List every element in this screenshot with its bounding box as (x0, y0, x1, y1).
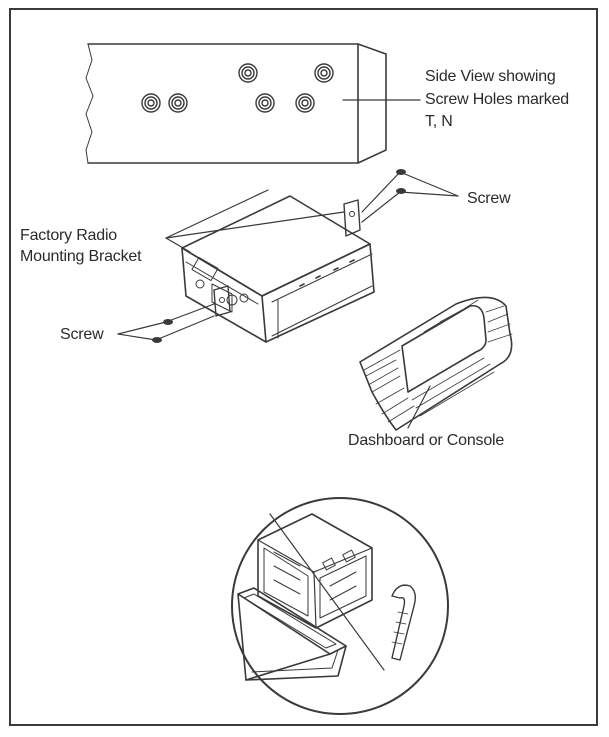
screw-hole-3 (238, 63, 258, 83)
side-view-label-line2: Screw Holes marked (425, 91, 570, 108)
bracket-leaders (165, 189, 345, 253)
dashboard-leader (407, 385, 431, 429)
bracket-label-line2: Mounting Bracket (20, 248, 142, 265)
screw-hole-1 (141, 93, 161, 113)
bracket-label-line1: Factory Radio (20, 227, 117, 244)
dashboard-panel (359, 296, 513, 431)
radio-chassis (181, 195, 375, 343)
screw-left-heads (152, 319, 173, 343)
screw-left-label: Screw (60, 326, 104, 343)
screw-hole-group (141, 63, 334, 113)
dashboard-label: Dashboard or Console (348, 432, 505, 449)
screw-top-label: Screw (467, 190, 511, 207)
side-view-label-line3: T, N (425, 113, 453, 130)
screw-hole-2 (168, 93, 188, 113)
screw-hole-6 (295, 93, 315, 113)
screw-top-group (361, 171, 459, 223)
screw-hole-4 (314, 63, 334, 83)
screw-hole-5 (255, 93, 275, 113)
screw-top-heads (396, 169, 406, 194)
detail-circle (231, 497, 449, 715)
screw-left-group (117, 303, 215, 341)
side-view-panel (85, 43, 387, 164)
side-view-label-line1: Side View showing (425, 68, 556, 85)
diagram-frame (9, 8, 598, 726)
